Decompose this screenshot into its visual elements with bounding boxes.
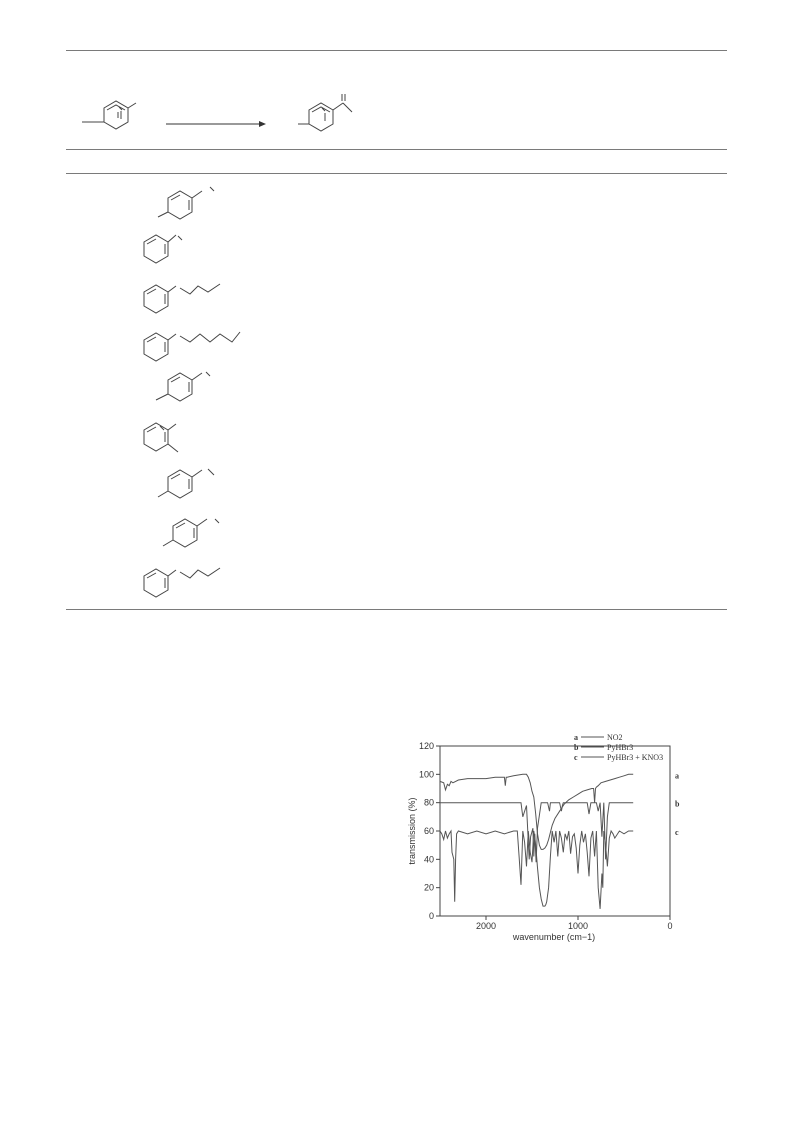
x-tick-label: 1000 — [568, 921, 588, 931]
x-tick-label: 0 — [667, 921, 672, 931]
y-axis-label: transmission (%) — [407, 797, 417, 864]
reaction-arrow — [166, 121, 266, 127]
legend: a NO2 b PyHBr3 c PyHBr3 + KNO3 — [574, 733, 663, 762]
substrate-structure — [155, 371, 211, 402]
y-tick-label: 60 — [424, 826, 434, 836]
table-top-rule — [66, 50, 727, 51]
x-axis-label: wavenumber (cm−1) — [512, 932, 595, 942]
legend-tag-b: b — [574, 743, 579, 752]
x-axis-ticks: 2000 1000 0 — [476, 916, 673, 931]
substrate-structure — [157, 186, 215, 220]
reaction-scheme-drawing — [82, 94, 353, 132]
series-tag-c: c — [675, 828, 679, 837]
ir-spectrum-figure: 0 20 40 60 80 100 120 2000 1000 0 a NO2 b PyHBr3 c Py… — [404, 728, 684, 948]
series-line-a — [439, 773, 634, 850]
ir-spectrum-chart: 0 20 40 60 80 100 120 2000 1000 0 a NO2 b PyHBr3 c Py… — [407, 733, 680, 942]
y-tick-label: 80 — [424, 798, 434, 808]
substrate-structure — [143, 234, 183, 264]
table-bottom-rule — [66, 609, 727, 610]
series-lines — [439, 773, 634, 909]
y-tick-label: 20 — [424, 883, 434, 893]
x-tick-label: 2000 — [476, 921, 496, 931]
substrate-row — [150, 366, 230, 408]
y-tick-label: 120 — [419, 741, 434, 751]
series-tag-a: a — [675, 771, 679, 780]
substrate-structure — [157, 468, 215, 499]
substrate-row — [140, 418, 220, 460]
legend-label-c: PyHBr3 + KNO3 — [607, 753, 663, 762]
y-axis-ticks: 0 20 40 60 80 100 120 — [419, 741, 440, 921]
substrate-row — [150, 463, 230, 505]
table-header-rule-1 — [66, 149, 727, 150]
legend-tag-a: a — [574, 733, 578, 742]
legend-label-a: NO2 — [607, 733, 623, 742]
reactant-structure — [82, 100, 137, 130]
substrate-structure — [143, 567, 221, 598]
plot-frame — [439, 745, 671, 917]
y-tick-label: 40 — [424, 854, 434, 864]
product-structure — [298, 94, 353, 132]
substrate-row — [140, 230, 220, 272]
substrate-structure — [143, 331, 241, 362]
series-tags: a b c — [675, 771, 680, 837]
substrate-structure — [143, 283, 221, 314]
substrate-row — [140, 278, 240, 320]
y-tick-label: 100 — [419, 769, 434, 779]
legend-tag-c: c — [574, 753, 578, 762]
reaction-scheme — [66, 50, 727, 149]
series-line-c — [439, 829, 634, 909]
substrate-row — [140, 562, 240, 604]
legend-label-b: PyHBr3 — [607, 743, 633, 752]
table-header-rule-2 — [66, 173, 727, 174]
series-tag-b: b — [675, 800, 680, 809]
substrate-structure — [143, 422, 179, 453]
substrate-structure — [162, 518, 220, 548]
y-tick-label: 0 — [429, 911, 434, 921]
substrate-row — [155, 512, 235, 554]
substrate-row — [140, 324, 250, 366]
substrate-row — [150, 180, 230, 222]
series-line-b — [440, 802, 634, 863]
